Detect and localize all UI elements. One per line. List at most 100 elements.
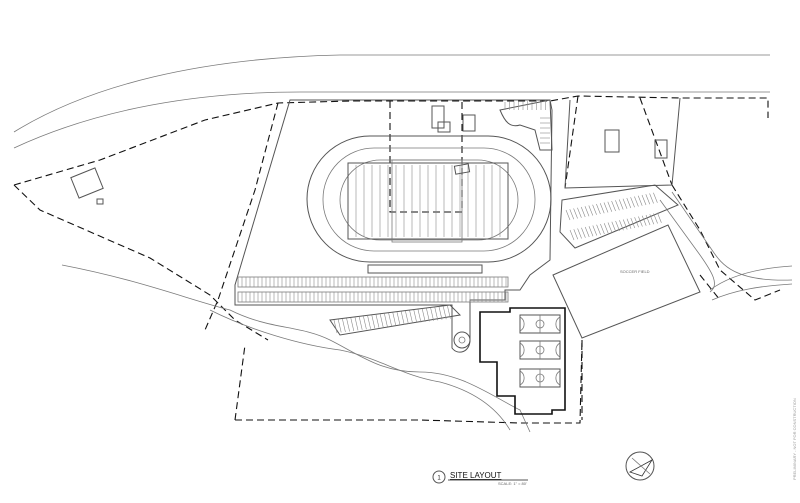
stall-line <box>573 229 579 240</box>
drawing-title-block: 1 SITE LAYOUT SCALE: 1" = 80' <box>432 470 528 486</box>
stall-line <box>626 197 632 209</box>
stall-line <box>417 309 422 323</box>
stall-line <box>611 221 617 232</box>
cul-de-sac <box>453 331 471 349</box>
stall-line <box>603 223 609 234</box>
stall-line <box>384 313 388 327</box>
stall-line <box>584 226 590 238</box>
stall-line <box>379 314 384 328</box>
drawing-title: SITE LAYOUT <box>450 471 502 480</box>
stall-line <box>342 318 346 333</box>
east-road <box>659 191 793 293</box>
stall-line <box>392 312 397 326</box>
stall-line <box>333 319 338 334</box>
field-boundary-dashed <box>389 101 463 213</box>
stall-line <box>573 208 578 219</box>
stall-line <box>615 200 620 211</box>
stall-line <box>421 308 426 322</box>
stall-line <box>430 307 434 321</box>
stall-line <box>592 204 597 215</box>
track-infield <box>339 159 519 241</box>
stall-line <box>611 200 616 212</box>
stall-line <box>371 315 376 329</box>
soccer-field <box>552 224 701 339</box>
parking-north-east <box>499 99 553 151</box>
ne-access-line <box>564 97 681 189</box>
key-arc <box>555 342 561 358</box>
stall-line <box>388 313 392 327</box>
key-arc <box>519 342 525 358</box>
stall-line <box>618 199 624 210</box>
stall-line <box>638 216 643 227</box>
stall-line <box>622 198 628 209</box>
stall-line <box>442 306 447 320</box>
stall-line <box>596 224 601 235</box>
terrain-line-1 <box>61 264 531 433</box>
stall-line <box>622 219 628 230</box>
stall-line <box>413 309 418 323</box>
stall-line <box>630 217 636 229</box>
property-boundary <box>13 95 781 424</box>
parking-south-diagonal <box>329 304 462 336</box>
stall-line <box>363 316 367 330</box>
terrain-east <box>709 265 793 301</box>
stall-line <box>637 195 643 206</box>
stall-line <box>434 307 439 321</box>
stall-line <box>580 206 586 218</box>
track-inner <box>322 147 536 252</box>
stall-line <box>615 220 620 232</box>
parking-row-south <box>237 291 509 303</box>
court-complex <box>479 307 566 415</box>
road-lower-edge <box>13 91 770 149</box>
stall-line <box>634 196 639 207</box>
stall-line <box>603 202 609 213</box>
stall-line <box>396 311 401 326</box>
stall-line <box>599 203 605 214</box>
ne-building-2 <box>654 139 668 159</box>
stall-line <box>337 319 342 333</box>
drawing-scale: SCALE: 1" = 80' <box>498 481 527 486</box>
parking-row-north <box>237 276 509 288</box>
stall-line <box>569 229 575 241</box>
key-arc <box>555 316 561 332</box>
stall-line <box>354 317 359 331</box>
stall-line <box>630 197 635 208</box>
stall-line <box>600 223 605 235</box>
stall-line <box>346 318 350 332</box>
key-arc <box>519 316 525 332</box>
key-arc <box>555 370 561 386</box>
stall-line <box>641 215 647 226</box>
stall-line <box>634 217 639 228</box>
stall-line <box>645 214 651 226</box>
cul-de-sac-island <box>458 336 466 344</box>
building-c <box>462 114 476 132</box>
stall-line <box>447 305 451 319</box>
stall-line <box>645 194 651 205</box>
stall-line <box>581 227 586 238</box>
stall-line <box>588 226 594 237</box>
ne-building-1 <box>604 129 620 153</box>
stall-line <box>426 308 430 322</box>
key-arc <box>519 370 525 386</box>
stall-line <box>607 222 613 233</box>
stall-line <box>649 193 654 204</box>
stall-line <box>438 306 443 320</box>
campus-parcel <box>234 99 553 353</box>
football-field <box>347 159 509 243</box>
stall-line <box>350 317 355 331</box>
stall-line <box>626 218 632 229</box>
road-upper-edge <box>13 54 770 133</box>
stall-line <box>596 203 601 215</box>
east-boundary <box>581 274 721 420</box>
north-arrow-icon <box>625 451 655 481</box>
building-b <box>437 121 451 133</box>
west-building <box>70 167 104 199</box>
west-shed <box>96 198 104 205</box>
track-outer <box>306 135 552 263</box>
stall-line <box>405 310 409 325</box>
stall-line <box>592 225 598 236</box>
stall-line <box>358 316 363 330</box>
stall-line <box>607 201 613 212</box>
stall-line <box>657 212 662 223</box>
